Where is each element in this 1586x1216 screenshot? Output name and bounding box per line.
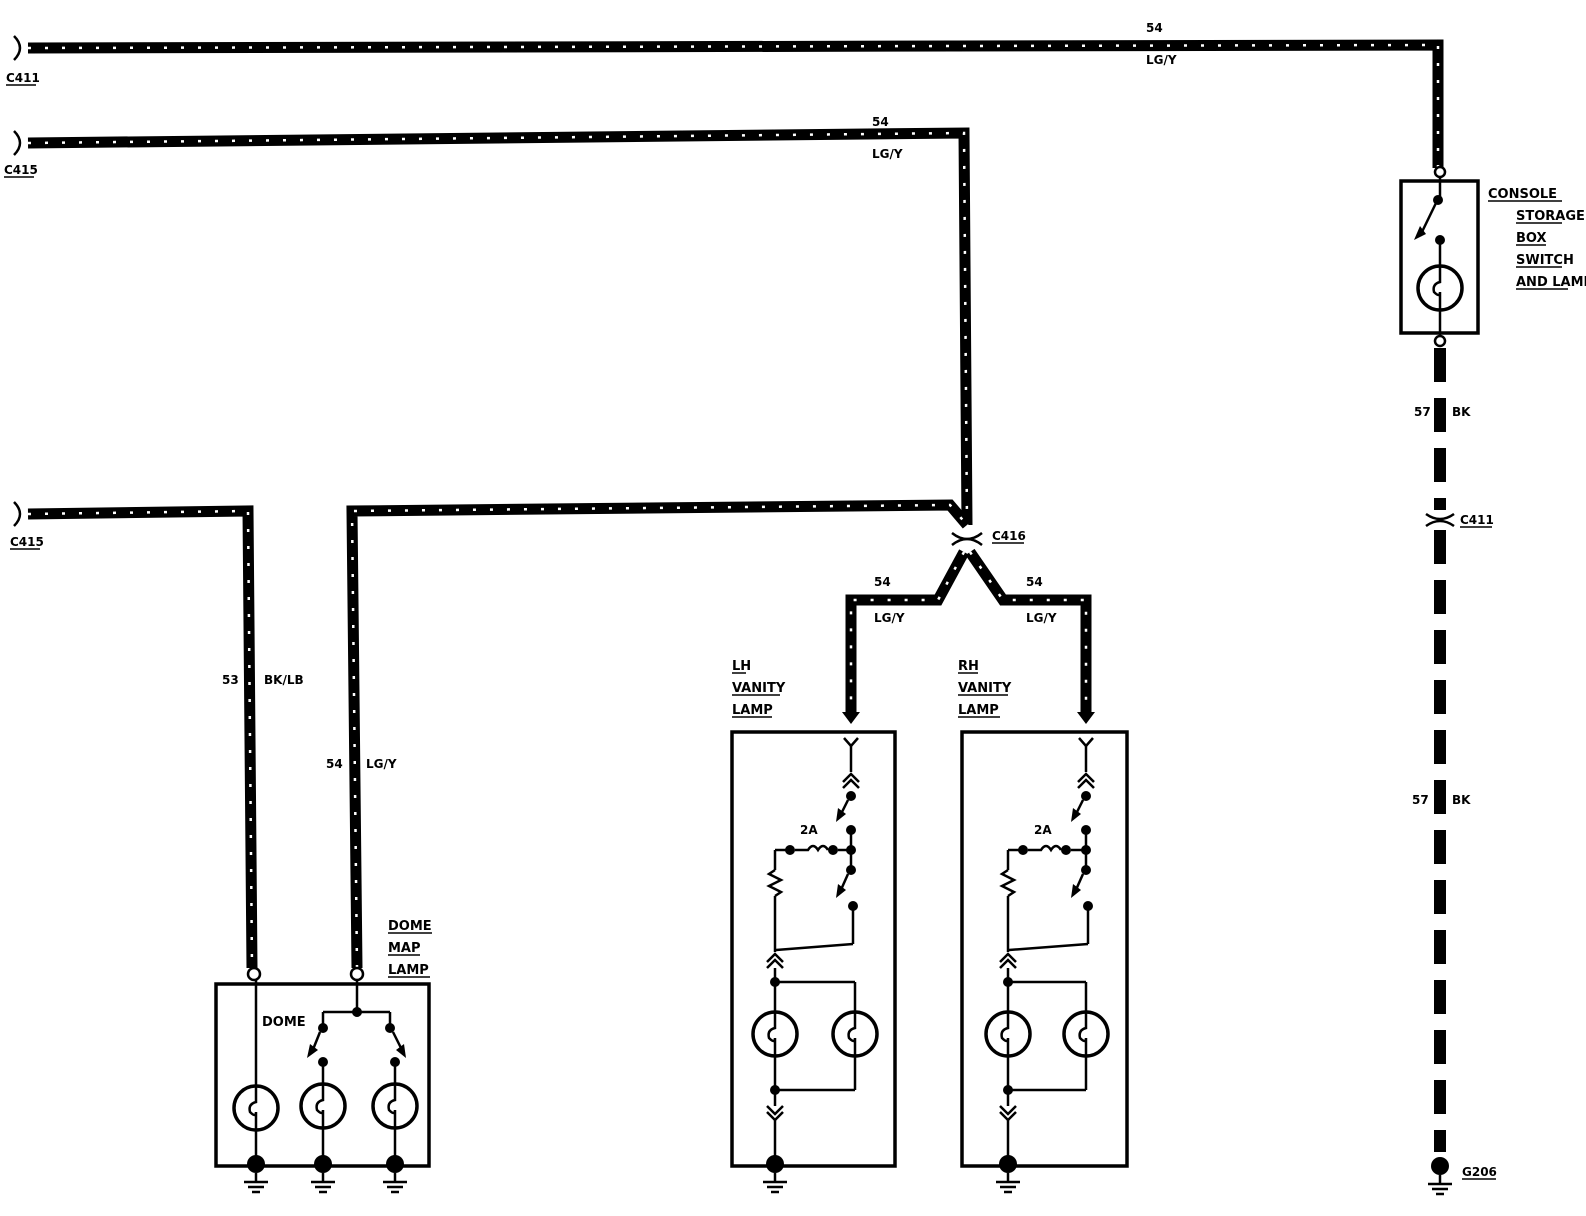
wire-second-circuit-label: 54 [872,115,889,129]
lh-vanity-lamp: LH VANITY LAMP 2A [730,659,897,1194]
wire-rh-circuit-label: 54 [1026,575,1043,589]
console-storage-box-switch-lamp: CONSOLE STORAGE BOX SWITCH AND LAMP [1399,165,1586,348]
rh-fuse-label: 2A [1034,823,1052,837]
connector-c411-top-label: C411 [6,71,40,85]
wire-lh-circuit-label: 54 [874,575,891,589]
connector-c416-label: C416 [992,529,1026,543]
console-label-line-1: CONSOLE [1488,187,1557,202]
connector-c411-right-label: C411 [1460,513,1494,527]
wire-second-color-label: LG/Y [872,147,903,161]
console-label-line-5: AND LAMP [1516,275,1586,290]
wire-top-circuit-label: 54 [1146,21,1163,35]
rh-vanity-label-line-2: VANITY [958,681,1012,696]
console-label-line-3: BOX [1516,231,1547,246]
wire-dome-color-label: BK/LB [264,673,304,687]
dome-map-label-line-3: LAMP [388,963,429,978]
wire-map-color-label: LG/Y [366,757,397,771]
rh-vanity-lamp: RH VANITY LAMP 2A [958,659,1129,1194]
connector-c415-lower-label: C415 [10,535,44,549]
wire-54-lgy-top [27,39,1444,168]
wire-ground-upper-color-label: BK [1452,405,1471,419]
wire-ground-lower-color-label: BK [1452,793,1471,807]
console-label-line-4: SWITCH [1516,253,1574,268]
wire-54-lgy-second [27,127,973,526]
dome-map-lamp: DOME MAP LAMP DOME [214,919,432,1173]
ground-g206-label: G206 [1462,1165,1497,1179]
lh-vanity-label-line-1: LH [732,659,751,674]
connector-c416: C416 [951,529,1026,547]
dome-inner-label: DOME [262,1015,306,1030]
lh-vanity-label-line-2: VANITY [732,681,786,696]
connector-c411-top: C411 [6,35,40,86]
dome-map-label-line-2: MAP [388,941,421,956]
ground-g206: G206 [1428,1157,1497,1196]
wire-dome-circuit-label: 53 [222,673,239,687]
wire-ground-lower-circuit-label: 57 [1412,793,1429,807]
rh-vanity-label-line-1: RH [958,659,979,674]
wire-top-color-label: LG/Y [1146,53,1177,67]
wire-54-lgy-map [346,499,972,969]
wire-ground-upper-circuit-label: 57 [1414,405,1431,419]
dome-ground-symbols [244,1173,407,1194]
wire-53-bklb [27,505,258,969]
lh-vanity-label-line-3: LAMP [732,703,773,718]
console-label-line-2: STORAGE [1516,209,1585,224]
connector-c415-upper-label: C415 [4,163,38,177]
wire-rh-color-label: LG/Y [1026,611,1057,625]
connector-c415-upper: C415 [4,130,38,178]
connector-c415-lower: C415 [10,501,44,550]
wire-54-lgy-lh-branch [842,549,969,724]
rh-vanity-label-line-3: LAMP [958,703,999,718]
wire-54-lgy-rh-branch [965,548,1095,724]
lh-fuse-label: 2A [800,823,818,837]
wire-map-circuit-label: 54 [326,757,343,771]
dome-map-label-line-1: DOME [388,919,432,934]
wire-lh-color-label: LG/Y [874,611,905,625]
connector-c411-right: C411 [1425,512,1494,528]
